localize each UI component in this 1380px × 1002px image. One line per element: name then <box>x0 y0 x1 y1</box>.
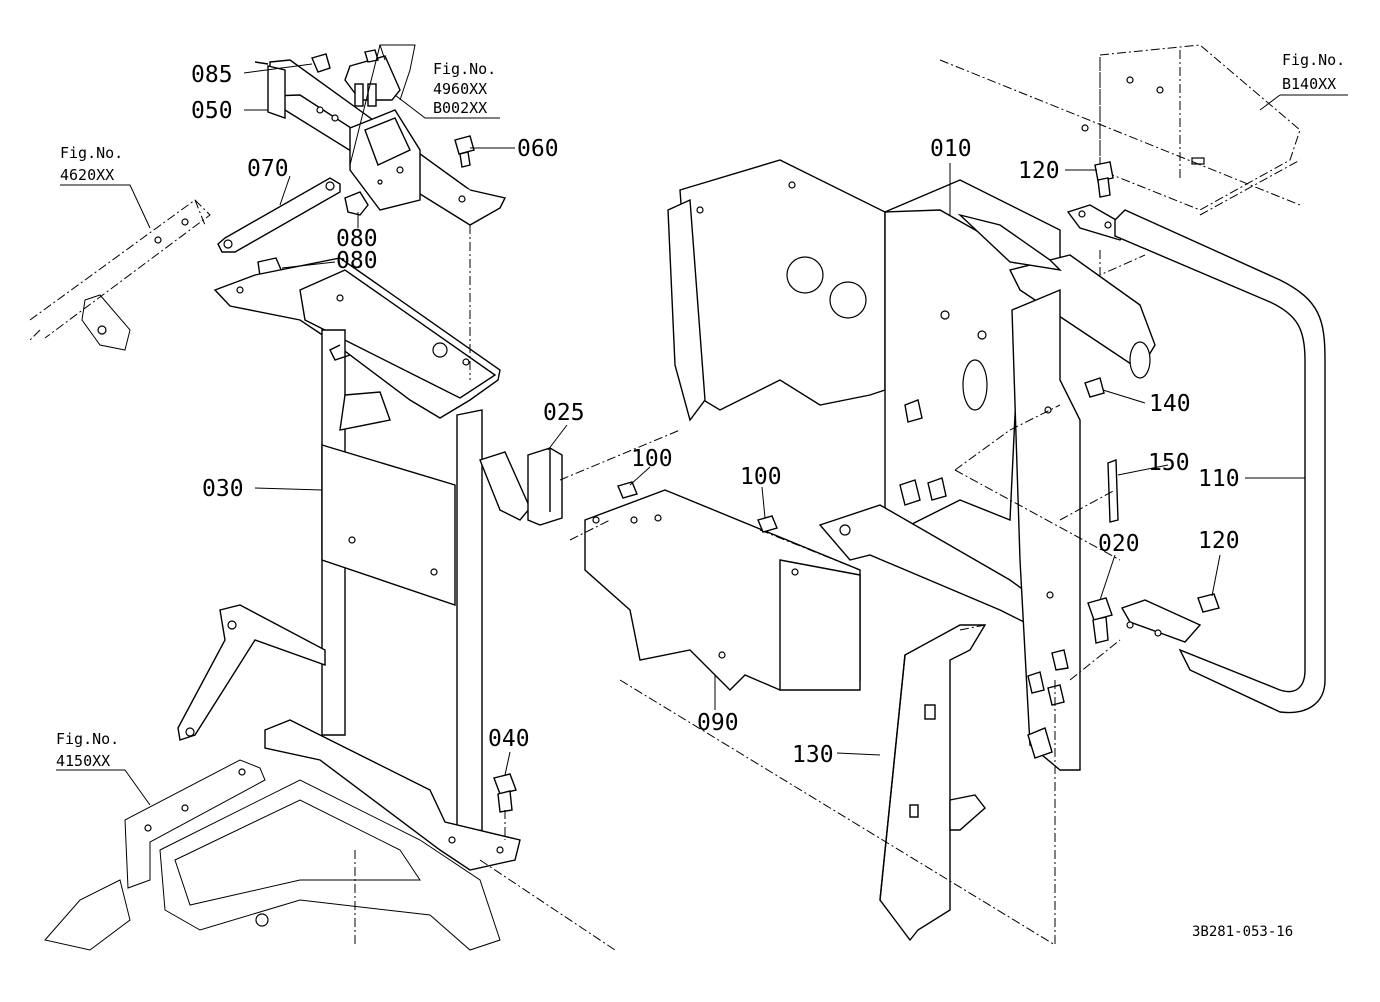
clip-150 <box>1107 459 1119 523</box>
bolts-120 <box>1094 161 1220 613</box>
label-010: 010 <box>930 136 972 162</box>
label-120-b: 120 <box>1198 528 1240 554</box>
clip-025 <box>527 447 563 526</box>
label-060: 060 <box>517 136 559 162</box>
fig-label-4960: Fig.No. <box>433 60 496 78</box>
label-120-a: 120 <box>1018 158 1060 184</box>
part-number-labels: 085 050 060 070 080 080 030 025 100 100 … <box>191 62 1240 768</box>
label-150: 150 <box>1148 450 1190 476</box>
label-130: 130 <box>792 742 834 768</box>
ghost-B140 <box>1081 44 1301 211</box>
sensor-bracket <box>349 109 421 211</box>
label-040: 040 <box>488 726 530 752</box>
label-100-b: 100 <box>740 464 782 490</box>
label-100-a: 100 <box>631 446 673 472</box>
frame-030 <box>177 257 531 871</box>
plate-090 <box>584 489 861 691</box>
label-070: 070 <box>247 156 289 182</box>
label-025: 025 <box>543 400 585 426</box>
frame-4620-ghost <box>29 199 211 351</box>
label-140: 140 <box>1149 391 1191 417</box>
side-plate <box>1011 288 1081 771</box>
link-070 <box>217 177 341 253</box>
chassis-4150 <box>44 759 501 951</box>
bolt-020 <box>1087 597 1113 644</box>
bolt-040 <box>493 773 517 813</box>
fig-label-4150: Fig.No. <box>56 730 119 748</box>
fig-ref-4960: 4960XX <box>433 80 487 98</box>
label-030: 030 <box>202 476 244 502</box>
label-020: 020 <box>1098 531 1140 557</box>
bolts-100 <box>617 481 778 533</box>
bolt-060 <box>454 135 475 168</box>
fig-ref-4620: 4620XX <box>60 166 114 184</box>
fig-label-4620: Fig.No. <box>60 144 123 162</box>
label-080-a: 080 <box>336 226 378 252</box>
label-110: 110 <box>1198 466 1240 492</box>
cover-130 <box>879 624 987 942</box>
assembly-lines <box>354 59 1301 951</box>
label-090: 090 <box>697 710 739 736</box>
fig-ref-4150: 4150XX <box>56 752 110 770</box>
label-080-b: 080 <box>336 248 378 274</box>
fig-reference-labels: Fig.No. 4960XX B002XX Fig.No. 4620XX Fig… <box>56 51 1345 940</box>
fig-ref-B140: B140XX <box>1282 75 1336 93</box>
leader-lines <box>56 44 1348 806</box>
rollbar-110 <box>1066 204 1326 714</box>
fig-ref-B002: B002XX <box>433 99 487 117</box>
drawing-code: 3B281-053-16 <box>1192 924 1293 940</box>
label-050: 050 <box>191 98 233 124</box>
sensor-4960 <box>311 49 401 107</box>
main-panel-010 <box>667 159 1156 642</box>
bolt-140 <box>1084 377 1105 398</box>
label-085: 085 <box>191 62 233 88</box>
fig-label-B140: Fig.No. <box>1282 51 1345 69</box>
